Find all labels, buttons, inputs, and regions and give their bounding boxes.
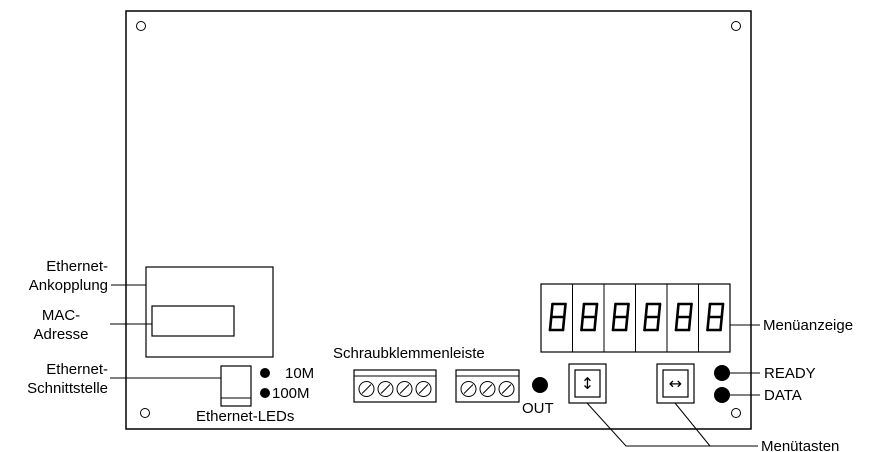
leader-menu-keys-1 [586, 402, 758, 447]
display-digit [643, 302, 662, 332]
display-segment [612, 302, 617, 319]
display-segment [611, 315, 616, 332]
led-data [714, 387, 730, 403]
display-segment [687, 315, 692, 332]
display-segment [719, 315, 724, 332]
display-segment [580, 315, 585, 332]
mounting-hole-top-left [136, 21, 146, 31]
display-digit [674, 302, 693, 332]
label-ethernet-coupling-2: Ankopplung [29, 277, 108, 294]
terminal-screw [358, 381, 375, 397]
label-ethernet-leds: Ethernet-LEDs [196, 408, 294, 425]
up-down-arrow-icon: ↕ [581, 374, 594, 393]
display-digit [706, 302, 725, 332]
label-led-10m: 10M [285, 365, 314, 382]
label-out: OUT [522, 400, 554, 417]
display-digit [548, 302, 567, 332]
label-ethernet-interface-1: Ethernet- [46, 361, 108, 378]
label-data: DATA [764, 387, 802, 404]
label-led-100m: 100M [272, 385, 310, 402]
led-10m [260, 368, 270, 378]
led-out [532, 377, 548, 393]
terminal-screw [396, 381, 413, 397]
display-segment [561, 315, 566, 332]
terminal-screw [498, 381, 515, 397]
display-segment [707, 302, 712, 319]
terminal-screw [415, 381, 432, 397]
display-digit [611, 302, 630, 332]
display-segment [675, 302, 680, 319]
display-segment [593, 315, 598, 332]
display-segment [688, 302, 693, 319]
display-segment [624, 315, 629, 332]
label-menu-keys: Menütasten [761, 438, 839, 452]
label-ethernet-coupling-1: Ethernet- [46, 258, 108, 275]
left-right-arrow-icon: ↔ [669, 374, 682, 393]
display-segment [643, 315, 648, 332]
terminal-screw [479, 381, 496, 397]
display-segment [720, 302, 725, 319]
device-board [125, 10, 752, 430]
menu-button-left-right[interactable]: ↔ [656, 363, 695, 404]
display-segment [549, 302, 554, 319]
led-100m [260, 388, 270, 398]
terminal-block-3pin [455, 369, 520, 403]
seven-segment-display [540, 283, 731, 353]
label-ready: READY [764, 365, 816, 382]
ethernet-port [220, 365, 252, 407]
display-digit [580, 302, 599, 332]
led-ready [714, 365, 730, 381]
menu-button-up-down[interactable]: ↕ [568, 363, 607, 404]
terminal-block-4pin [353, 369, 437, 403]
terminal-screw [460, 381, 477, 397]
display-segment [581, 302, 586, 319]
terminal-screw [377, 381, 394, 397]
display-segment [656, 315, 661, 332]
mounting-hole-top-right [731, 21, 741, 31]
display-segment [594, 302, 599, 319]
label-menu-display: Menüanzeige [763, 317, 853, 334]
label-terminal-strip: Schraubklemmenleiste [333, 345, 485, 362]
display-segment [706, 315, 711, 332]
label-mac-address-2: Adresse [33, 326, 88, 343]
display-segment [644, 302, 649, 319]
display-segment [548, 315, 553, 332]
mac-address-label-area [151, 305, 235, 337]
label-ethernet-interface-2: Schnittstelle [27, 380, 108, 397]
mounting-hole-bottom-right [731, 408, 741, 418]
label-mac-address-1: MAC- [42, 307, 80, 324]
display-segment [625, 302, 630, 319]
display-segment [562, 302, 567, 319]
display-segment [657, 302, 662, 319]
leader-menu-keys-2 [674, 402, 711, 447]
display-segment [674, 315, 679, 332]
mounting-hole-bottom-left [140, 408, 150, 418]
